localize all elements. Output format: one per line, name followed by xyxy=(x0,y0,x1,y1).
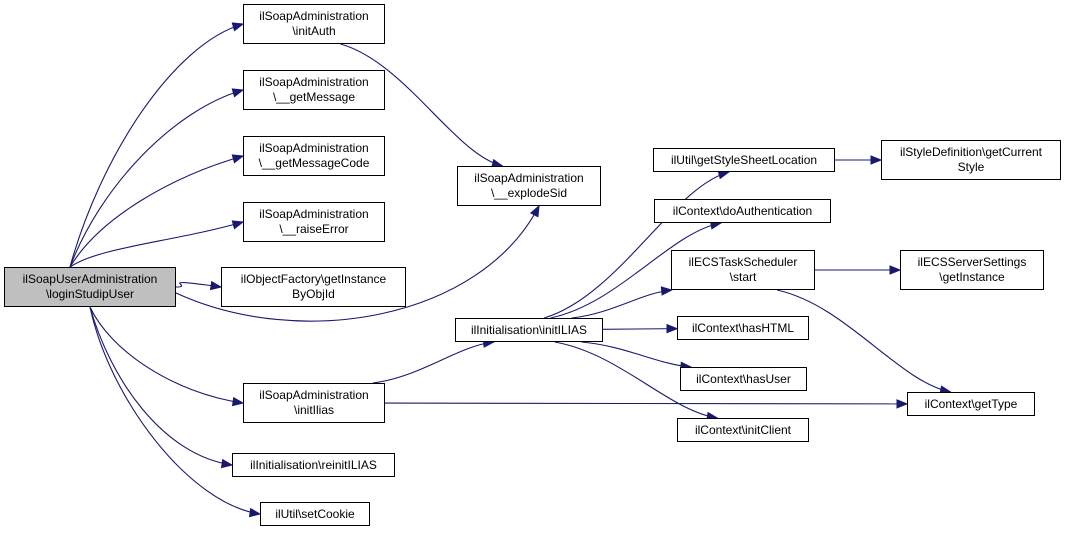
node-init-client[interactable]: ilContext\initClient xyxy=(677,418,809,442)
node-explode-sid[interactable]: ilSoapAdministration \__explodeSid xyxy=(457,166,601,206)
edge-loginStudipUser-to-getInstanceByObjId xyxy=(175,282,222,288)
node-get-instance-by-obj-id[interactable]: ilObjectFactory\getInstance ByObjId xyxy=(221,267,406,307)
edge-ecsStart-to-getType xyxy=(776,289,951,393)
node-login-studip-user[interactable]: ilSoapUserAdministration \loginStudipUse… xyxy=(4,267,176,307)
arrowhead-getType xyxy=(896,399,909,409)
node-get-current-style[interactable]: ilStyleDefinition\getCurrent Style xyxy=(881,140,1061,180)
edge-loginStudipUser-to-explodeSid xyxy=(175,205,540,322)
node-set-cookie[interactable]: ilUtil\setCookie xyxy=(260,502,370,526)
arrowhead-hasHTML xyxy=(666,323,679,334)
node-raise-error[interactable]: ilSoapAdministration \__raiseError xyxy=(243,202,385,242)
arrowhead-ecsGetInstance xyxy=(889,265,902,275)
edge-initAuth-to-explodeSid xyxy=(340,43,503,167)
edge-initILIAS-to-ecsStart xyxy=(571,289,672,319)
arrowhead-getCurrentStyle xyxy=(870,155,883,165)
arrowhead-initIlias xyxy=(231,396,245,407)
node-init-auth[interactable]: ilSoapAdministration \initAuth xyxy=(243,4,385,44)
edge-initIlias-to-initILIAS xyxy=(372,341,494,384)
edge-initILIAS-to-getStyleSheetLocation xyxy=(544,171,729,319)
edge-initILIAS-to-initClient xyxy=(554,341,718,419)
node-has-user[interactable]: ilContext\hasUser xyxy=(680,367,807,391)
node-reinit-ilias[interactable]: ilInitialisation\reinitILIAS xyxy=(232,453,395,477)
node-has-html[interactable]: ilContext\hasHTML xyxy=(677,316,809,340)
arrowhead-getInstanceByObjId xyxy=(209,280,223,291)
edge-initILIAS-to-hasUser xyxy=(581,341,692,368)
node-init-ilias[interactable]: ilInitialisation\initILIAS xyxy=(455,318,603,342)
edge-loginStudipUser-to-raiseError xyxy=(69,221,244,268)
node-ecs-task-scheduler-start[interactable]: ilECSTaskScheduler \start xyxy=(671,250,815,290)
edge-loginStudipUser-to-initAuth xyxy=(69,23,244,268)
node-init-ilias-soap[interactable]: ilSoapAdministration \initIlias xyxy=(243,383,385,423)
arrowhead-setCookie xyxy=(248,507,262,518)
arrowhead-getMessageCode xyxy=(231,154,245,164)
arrowhead-raiseError xyxy=(231,220,245,230)
node-get-message[interactable]: ilSoapAdministration \__getMessage xyxy=(243,70,385,110)
arrowhead-ecsStart xyxy=(660,286,674,296)
edge-loginStudipUser-to-initIlias xyxy=(89,306,244,404)
arrowhead-reinitILIAS xyxy=(220,458,234,469)
arrowhead-explodeSid xyxy=(529,204,540,218)
edge-loginStudipUser-to-reinitILIAS xyxy=(89,306,233,466)
edge-loginStudipUser-to-setCookie xyxy=(89,306,261,515)
node-get-message-code[interactable]: ilSoapAdministration \__getMessageCode xyxy=(243,136,385,176)
edge-loginStudipUser-to-getMessageCode xyxy=(69,155,244,268)
edge-initILIAS-to-hasHTML xyxy=(602,328,678,330)
node-do-authentication[interactable]: ilContext\doAuthentication xyxy=(654,199,831,223)
node-ecs-server-settings-get-instance[interactable]: ilECSServerSettings \getInstance xyxy=(900,250,1044,290)
edge-initIlias-to-getType xyxy=(384,402,908,405)
edge-initILIAS-to-doAuthentication xyxy=(550,222,722,319)
arrowhead-initAuth xyxy=(231,22,245,32)
node-get-style-sheet-location[interactable]: ilUtil\getStyleSheetLocation xyxy=(653,148,835,172)
node-get-type[interactable]: ilContext\getType xyxy=(907,392,1035,416)
arrowhead-getMessage xyxy=(231,88,245,98)
edge-loginStudipUser-to-getMessage xyxy=(69,89,244,268)
